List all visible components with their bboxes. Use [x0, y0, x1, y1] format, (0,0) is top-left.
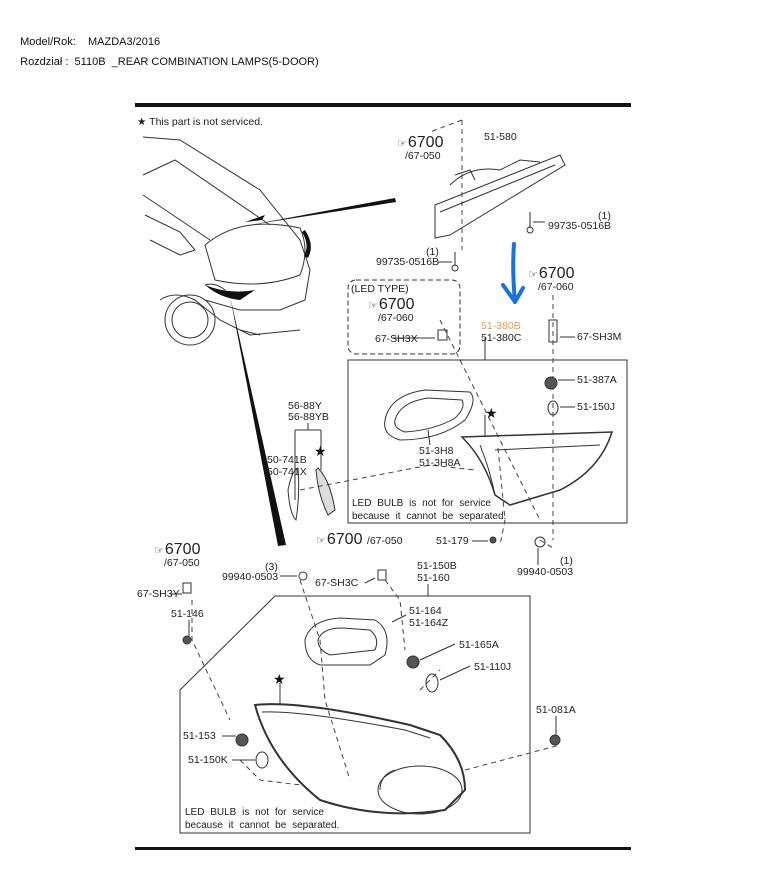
side-lamp-mark	[302, 230, 311, 258]
leader-wedge-bottom	[230, 296, 286, 546]
outer-lamp-box	[179, 595, 531, 834]
part-51-081a[interactable]: 51-081A	[536, 704, 576, 716]
legend: ★ This part is not serviced.	[137, 116, 263, 128]
high-mount-stop-lamp	[434, 154, 566, 239]
star-icon: ★	[314, 444, 327, 460]
legend-text: This part is not serviced.	[149, 116, 263, 128]
ref-6700-right[interactable]: ☞6700 /67-060	[528, 265, 575, 293]
ref-6700-led[interactable]: ☞6700 /67-060	[368, 296, 415, 324]
part-67-sh3c[interactable]: 67-SH3C	[315, 577, 359, 589]
part-51-3h8a[interactable]: 51-3H8A	[419, 457, 461, 469]
dashed-leaders	[191, 119, 561, 786]
hand-pointer-icon: ☞	[528, 269, 538, 281]
part-99735-0516b[interactable]: 99735-0516B	[376, 256, 440, 268]
model-value: MAZDA3/2016	[88, 36, 161, 48]
part-51-164z[interactable]: 51-164Z	[409, 617, 449, 629]
led-type-label: (LED TYPE)	[351, 283, 409, 295]
star-icon: ★	[273, 672, 286, 688]
part-99940-0503[interactable]: 99940-0503	[517, 566, 574, 578]
tail-lamp-mark	[205, 285, 255, 300]
part-51-164[interactable]: 51-164	[409, 605, 442, 617]
side-marker-lamp	[287, 467, 336, 521]
led-type-box	[347, 279, 461, 355]
part-51-150j[interactable]: 51-150J	[577, 401, 615, 413]
ref-6700-top[interactable]: ☞6700 /67-050	[397, 134, 444, 162]
part-51-150b[interactable]: 51-150B	[417, 560, 457, 572]
hand-pointer-icon: ☞	[316, 535, 326, 547]
part-67-sh3x[interactable]: 67-SH3X	[375, 333, 418, 345]
car-illustration	[142, 136, 311, 346]
label-leaders	[170, 221, 575, 761]
not-serviced-star-icons: ★ ★ ★	[273, 406, 498, 688]
ref-6700-left[interactable]: ☞6700 /67-050	[154, 541, 201, 569]
part-51-3h8[interactable]: 51-3H8	[419, 445, 454, 457]
part-qty: (1)	[560, 555, 573, 567]
part-51-580[interactable]: 51-580	[484, 131, 517, 143]
section-label: Rozdział :	[20, 56, 69, 68]
hand-pointer-icon: ☞	[397, 138, 407, 150]
outer-led-note: LED BULB is not for service because it c…	[185, 807, 340, 831]
hand-pointer-icon: ☞	[154, 545, 164, 557]
top-rule	[135, 103, 631, 107]
spoiler-lamp-mark	[245, 215, 265, 222]
part-56-88y[interactable]: 56-88Y	[288, 400, 322, 412]
part-51-380c[interactable]: 51-380C	[481, 332, 522, 344]
part-qty: (1)	[426, 246, 439, 258]
part-51-179[interactable]: 51-179	[436, 535, 469, 547]
part-51-387a[interactable]: 51-387A	[577, 374, 617, 386]
part-qty: (1)	[598, 210, 611, 222]
part-56-88yb[interactable]: 56-88YB	[288, 411, 329, 423]
part-99940-0503[interactable]: 99940-0503	[222, 571, 279, 583]
annotation-arrow-icon	[501, 242, 525, 304]
star-icon: ★	[137, 116, 147, 128]
star-icon: ★	[485, 406, 498, 422]
part-50-741x[interactable]: 50-741X	[267, 466, 307, 478]
outer-lamp	[253, 703, 467, 815]
section-title: _REAR COMBINATION LAMPS(5-DOOR)	[111, 56, 319, 68]
model-label: Model/Rok:	[20, 36, 76, 48]
inner-lamp	[460, 431, 614, 506]
part-51-153[interactable]: 51-153	[183, 730, 216, 742]
fastener-icons	[182, 319, 561, 769]
inner-lamp-box	[347, 359, 628, 524]
part-67-sh3y[interactable]: 67-SH3Y	[137, 588, 180, 600]
inner-led-note: LED BULB is not for service because it c…	[352, 498, 507, 522]
inner-lamp-gasket	[384, 389, 474, 441]
section-code: 5110B	[74, 56, 106, 68]
part-51-380b-highlighted[interactable]: 51-380B	[481, 320, 521, 332]
model-row: Model/Rok: MAZDA3/2016	[14, 24, 160, 48]
part-qty: (3)	[265, 561, 278, 573]
ref-6700-mid[interactable]: ☞6700 /67-050	[316, 531, 403, 548]
part-67-sh3m[interactable]: 67-SH3M	[577, 331, 622, 343]
screw-icon	[451, 212, 534, 272]
part-51-110j[interactable]: 51-110J	[474, 661, 512, 673]
part-51-150k[interactable]: 51-150K	[188, 754, 228, 766]
part-50-741b[interactable]: 50-741B	[267, 454, 307, 466]
part-51-146[interactable]: 51-146	[171, 608, 204, 620]
section-row: Rozdział : 5110B _REAR COMBINATION LAMPS…	[14, 44, 319, 68]
outer-lamp-gasket	[304, 617, 388, 666]
hand-pointer-icon: ☞	[368, 300, 378, 312]
bottom-rule	[135, 847, 631, 850]
part-51-165a[interactable]: 51-165A	[459, 639, 499, 651]
leader-wedge-top	[250, 198, 396, 225]
part-99735-0516b[interactable]: 99735-0516B	[548, 220, 612, 232]
part-51-160[interactable]: 51-160	[417, 572, 450, 584]
